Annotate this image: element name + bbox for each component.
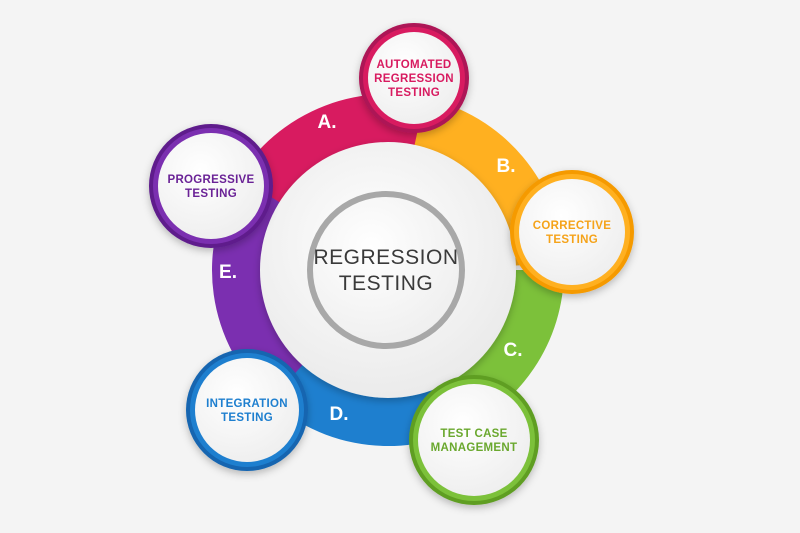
stage-letter-corrective: B. [497,156,516,177]
center-inner-ring [307,191,465,349]
stage-node-integration: INTEGRATION TESTING [186,349,308,471]
stage-node-corrective: CORRECTIVE TESTING [510,170,634,294]
center-title-line-1: REGRESSION [313,246,458,269]
stage-node-face [418,384,530,496]
stage-label-line: TESTING [546,234,598,246]
stage-label-line: AUTOMATED [376,59,451,71]
stage-node-face [519,179,625,285]
stage-label-line: CORRECTIVE [533,220,611,232]
center-disc: REGRESSION TESTING [260,142,516,398]
stage-label-line: TEST CASE [440,428,507,440]
stage-node-face [195,358,299,462]
stage-label-line: TESTING [388,87,440,99]
stage-nodes: AUTOMATED REGRESSION TESTING CORRECTIVE TEST… [149,23,634,505]
stage-label-line: INTEGRATION [206,398,288,410]
stage-letter-integration: D. [330,404,349,425]
stage-node-test-case: TEST CASE MANAGEMENT [409,375,539,505]
stage-label-line: REGRESSION [374,73,454,85]
stage-node-progressive: PROGRESSIVE TESTING [149,124,273,248]
stage-letter-automated: A. [318,112,337,133]
stage-label-line: TESTING [221,412,273,424]
stage-node-face [368,32,460,124]
stage-node-automated: AUTOMATED REGRESSION TESTING [359,23,469,133]
stage-node-face [158,133,264,239]
stage-label-line: TESTING [185,188,237,200]
center-title-line-2: TESTING [339,272,434,295]
stage-label-line: PROGRESSIVE [167,174,254,186]
stage-letter-test-case: C. [504,340,523,361]
stage-label-line: MANAGEMENT [431,442,518,454]
stage-letter-progressive: E. [219,262,237,283]
stage-letters: A. B. C. D. E. [219,112,522,425]
